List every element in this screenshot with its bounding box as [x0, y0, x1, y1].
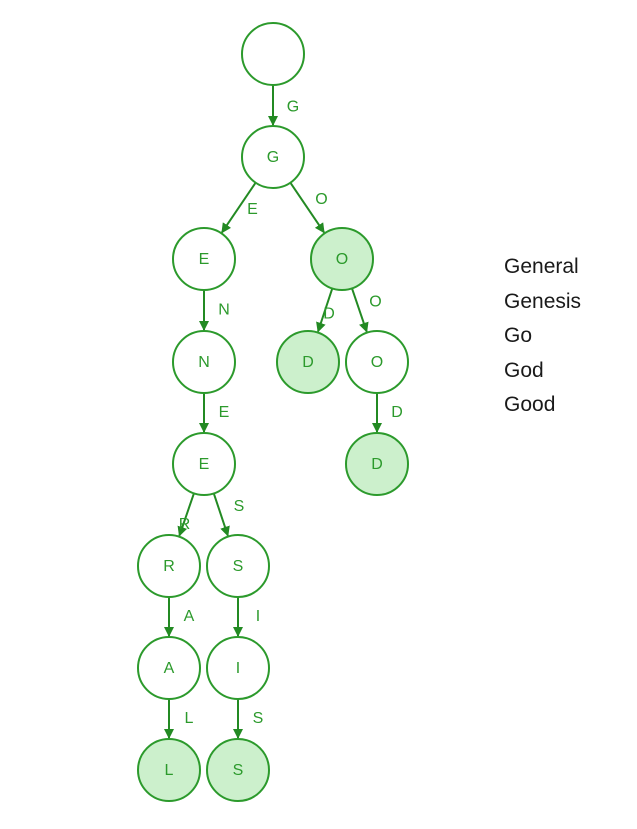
edge-label: R: [179, 516, 191, 533]
edge-gene-genes: [212, 493, 230, 537]
trie-node-gen: [172, 330, 236, 394]
node-label: L: [165, 762, 174, 779]
edge-label: E: [219, 404, 230, 421]
edge-label: O: [315, 191, 327, 208]
edge-go-god: [316, 288, 334, 333]
trie-node-good: [345, 432, 409, 496]
word-item: Go: [504, 324, 533, 347]
node-label: E: [199, 251, 210, 268]
node-label: S: [233, 558, 244, 575]
node-label: O: [336, 251, 348, 268]
edge-label: I: [256, 608, 260, 625]
trie-node-ge: [172, 227, 236, 291]
edge-label: D: [391, 404, 403, 421]
trie-node-go: [310, 227, 374, 291]
trie-node-genesis: [206, 738, 270, 802]
node-label: I: [236, 660, 240, 677]
trie-node-root: [241, 22, 305, 86]
trie-node-g: [241, 125, 305, 189]
edge-label: D: [323, 306, 335, 323]
node-label: G: [267, 149, 279, 166]
word-item: Good: [504, 393, 556, 416]
node-label: A: [164, 660, 175, 677]
trie-node-goo: [345, 330, 409, 394]
edge-label: G: [287, 99, 299, 116]
trie-node-gener: [137, 534, 201, 598]
node-label: E: [199, 456, 210, 473]
word-item: God: [504, 358, 544, 382]
edge-label: N: [218, 302, 230, 319]
node-label: D: [371, 456, 383, 473]
trie-node-general: [137, 738, 201, 802]
edge-label: S: [253, 710, 264, 727]
edge-label: L: [185, 710, 194, 727]
node-label: O: [371, 354, 383, 371]
word-item: Genesis: [504, 289, 582, 313]
word-list: General Genesis Go God Good: [504, 250, 581, 423]
word-item: General: [504, 255, 579, 278]
edge-label: S: [234, 498, 245, 515]
edge-g-ge: [221, 182, 257, 234]
edge-gene-gener: [177, 492, 195, 537]
edge-label: E: [247, 201, 258, 218]
trie-node-genera: [137, 636, 201, 700]
trie-node-gene: [172, 432, 236, 496]
node-label: N: [198, 354, 210, 371]
edge-g-go: [289, 182, 325, 234]
node-label: D: [302, 354, 314, 371]
edge-label: O: [369, 294, 381, 311]
edges-layer: G E O N D O E D R S A I L S: [164, 85, 403, 739]
trie-node-genesi: [206, 636, 270, 700]
trie-node-god: [276, 330, 340, 394]
trie-node-genes: [206, 534, 270, 598]
edge-go-goo: [351, 288, 369, 333]
nodes-layer: G E O N D O E D R S A I L S: [137, 22, 409, 802]
node-label: R: [163, 558, 175, 575]
edge-label: A: [184, 608, 195, 625]
node-label: S: [233, 762, 244, 779]
